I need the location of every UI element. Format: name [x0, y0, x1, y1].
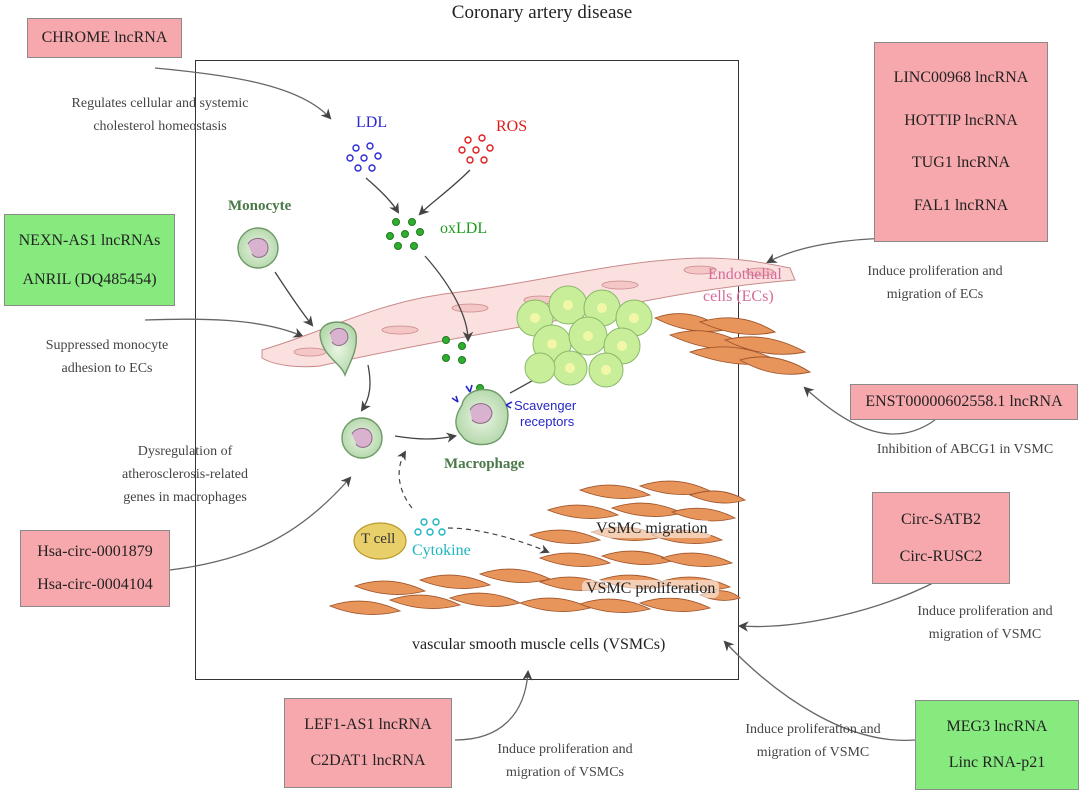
desc-enst: Inhibition of ABCG1 in VSMC — [876, 442, 1054, 457]
label-ros: ROS — [496, 118, 528, 135]
box-ec-lncrnas: LINC00968 lncRNA HOTTIP lncRNA TUG1 lncR… — [874, 42, 1048, 242]
box-meg3-lincp21: MEG3 lncRNA Linc RNA-p21 — [915, 700, 1079, 790]
arrow-meg-to-vsmc — [723, 640, 916, 742]
box-nexn-anril: NEXN-AS1 lncRNAs ANRIL (DQ485454) — [4, 214, 175, 306]
label-scavenger-2: receptors — [520, 414, 575, 429]
label-tcell: T cell — [361, 531, 396, 547]
box-chrome-lncrna: CHROME lncRNA — [27, 18, 182, 58]
arrow-lef-to-vsmc — [454, 669, 533, 741]
cytokine-particles — [414, 518, 446, 536]
vsmc-bundle-upper — [653, 313, 812, 375]
arrow-nexn-to-monocyte — [144, 318, 304, 338]
macrophage-cell — [451, 384, 513, 446]
monocyte-cell — [237, 227, 279, 269]
oxldl-particles — [386, 218, 484, 392]
box-hsa-circ: Hsa-circ-0001879 Hsa-circ-0004104 — [20, 530, 170, 607]
ldl-particles — [346, 142, 382, 172]
label-endothelial-1: Endothelial — [708, 266, 782, 283]
box-enst-lncrna: ENST00000602558.1 lncRNA — [850, 384, 1078, 420]
label-cytokine: Cytokine — [412, 542, 471, 559]
arrow-circ-to-vsmc — [737, 581, 936, 632]
diagram-title: Coronary artery disease — [451, 2, 633, 23]
monocyte-cell-2 — [341, 417, 383, 459]
box-lef1-c2dat1: LEF1-AS1 lncRNA C2DAT1 lncRNA — [284, 698, 452, 788]
arrow-hsa-to-macrophage — [169, 476, 352, 571]
label-ldl: LDL — [356, 114, 388, 131]
label-macrophage: Macrophage — [444, 456, 525, 472]
label-vsmc-proliferation: VSMC proliferation — [582, 580, 720, 598]
label-monocyte: Monocyte — [228, 198, 292, 214]
adhering-monocyte — [319, 321, 358, 377]
arrow-chrome-to-ldl — [154, 67, 332, 120]
t-cell — [353, 522, 407, 560]
arrow-enst-to-vsmc — [803, 386, 936, 435]
label-oxldl: oxLDL — [440, 220, 488, 237]
label-endothelial-2: cells (ECs) — [703, 288, 774, 305]
label-vsmc-migration: VSMC migration — [592, 520, 712, 538]
box-circ-satb2-rusc2: Circ-SATB2 Circ-RUSC2 — [872, 492, 1010, 584]
label-scavenger-1: Scavenger — [514, 398, 577, 413]
central-frame — [195, 60, 739, 680]
ros-particles — [458, 134, 494, 164]
label-vsmc: vascular smooth muscle cells (VSMCs) — [412, 636, 666, 653]
